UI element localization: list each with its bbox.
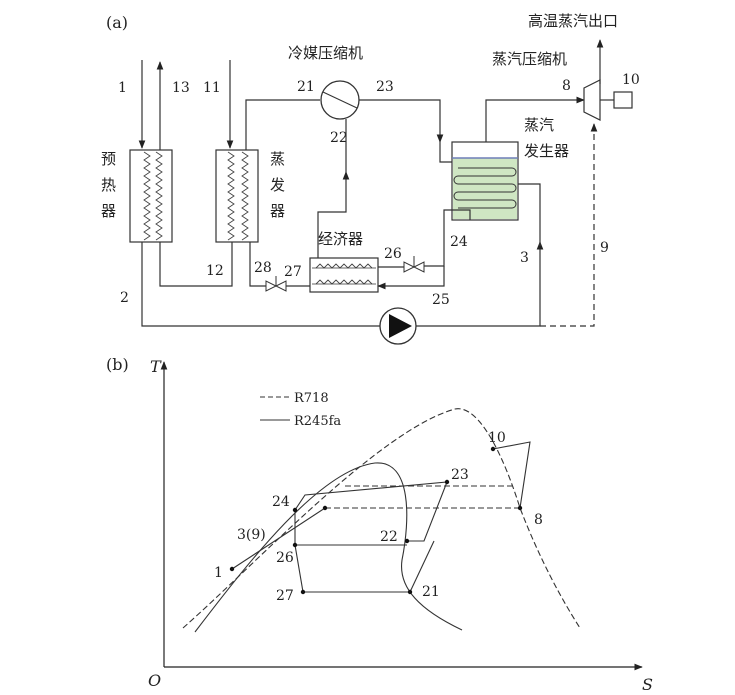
panel-a-tag: (a) — [106, 13, 128, 32]
state-8: 8 — [562, 78, 571, 94]
stream-23-pipe — [359, 99, 444, 143]
r245fa-high-side — [294, 481, 448, 542]
stream-2-pipe — [141, 242, 380, 327]
state-23: 23 — [376, 79, 394, 95]
state-27: 27 — [284, 264, 302, 280]
preheater — [129, 149, 173, 243]
water-heating-line — [231, 507, 326, 570]
point-26: 26 — [276, 550, 294, 566]
pump — [379, 307, 417, 345]
point-10: 10 — [488, 430, 506, 446]
point-21: 21 — [422, 584, 440, 600]
point-23: 23 — [451, 467, 469, 483]
steam-generator-label-2: 发生器 — [524, 142, 569, 160]
state-21: 21 — [297, 79, 315, 95]
evaporator-label-2: 发 — [270, 176, 285, 194]
economizer — [309, 257, 379, 293]
origin-label: O — [148, 671, 161, 690]
state-2: 2 — [120, 290, 129, 306]
stream-28-pipe — [249, 242, 266, 287]
expansion-valve-26 — [403, 256, 425, 273]
point-1: 1 — [214, 565, 223, 581]
state-24: 24 — [450, 234, 468, 250]
state-9: 9 — [600, 240, 609, 256]
steam-compressor-label: 蒸汽压缩机 — [492, 50, 567, 68]
stream-9-pipe — [540, 123, 598, 327]
axis-label-s: S — [642, 675, 653, 694]
state-26: 26 — [384, 246, 402, 262]
point-22: 22 — [380, 529, 398, 545]
state-3: 3 — [520, 250, 529, 266]
steam-compressor — [583, 79, 633, 121]
stream-25-pipe — [377, 266, 445, 290]
refrigerant-compressor-label: 冷媒压缩机 — [288, 44, 363, 62]
steam-generator-label-1: 蒸汽 — [524, 116, 554, 134]
refrigerant-compressor — [320, 80, 360, 120]
economizer-label: 经济器 — [318, 230, 363, 248]
preheater-label-3: 器 — [101, 202, 116, 220]
expansion-valve-28 — [265, 276, 287, 292]
state-10: 10 — [622, 72, 640, 88]
evaporator — [215, 149, 259, 243]
panel-a: (a) 预 热 器 蒸 发 器 1 13 11 2 12 — [101, 12, 640, 345]
panel-b: (b) T S O R718 R245fa — [106, 355, 653, 694]
state-1: 1 — [118, 80, 127, 96]
state-points — [229, 446, 523, 595]
axis-label-t: T — [150, 357, 162, 376]
state-22: 22 — [330, 130, 348, 146]
r718-saturation-dome — [182, 408, 581, 629]
evaporator-label-1: 蒸 — [270, 150, 285, 168]
point-24: 24 — [272, 494, 290, 510]
state-13: 13 — [172, 80, 190, 96]
r245fa-compression-1 — [409, 540, 435, 593]
r245fa-saturation-dome — [194, 462, 463, 633]
state-11: 11 — [203, 80, 221, 96]
stream-steam-to-compressor — [485, 96, 585, 142]
stream-12-pipe — [159, 242, 233, 287]
stream-24-pipe — [418, 209, 471, 267]
state-12: 12 — [206, 263, 224, 279]
stream-23-inlet — [439, 142, 452, 163]
legend-r245fa-label: R245fa — [294, 414, 341, 429]
state-25: 25 — [432, 292, 450, 308]
steam-generator — [451, 141, 519, 221]
stream-3-inlet — [518, 183, 541, 246]
r245fa-low-line — [294, 544, 410, 593]
state-28: 28 — [254, 260, 272, 276]
point-27: 27 — [276, 588, 294, 604]
point-8: 8 — [534, 512, 543, 528]
steam-outlet-label: 高温蒸汽出口 — [528, 12, 618, 30]
r718-compression — [492, 441, 531, 509]
stream-21-pipe — [245, 99, 320, 150]
evaporator-label-3: 器 — [270, 202, 285, 220]
preheater-label-1: 预 — [101, 150, 116, 168]
point-3-9: 3(9) — [237, 527, 266, 543]
preheater-label-2: 热 — [101, 176, 116, 194]
panel-b-tag: (b) — [106, 355, 129, 374]
legend-r718-label: R718 — [294, 391, 329, 406]
stream-3-pipe — [416, 241, 544, 327]
stream-22-pipe — [317, 171, 350, 258]
